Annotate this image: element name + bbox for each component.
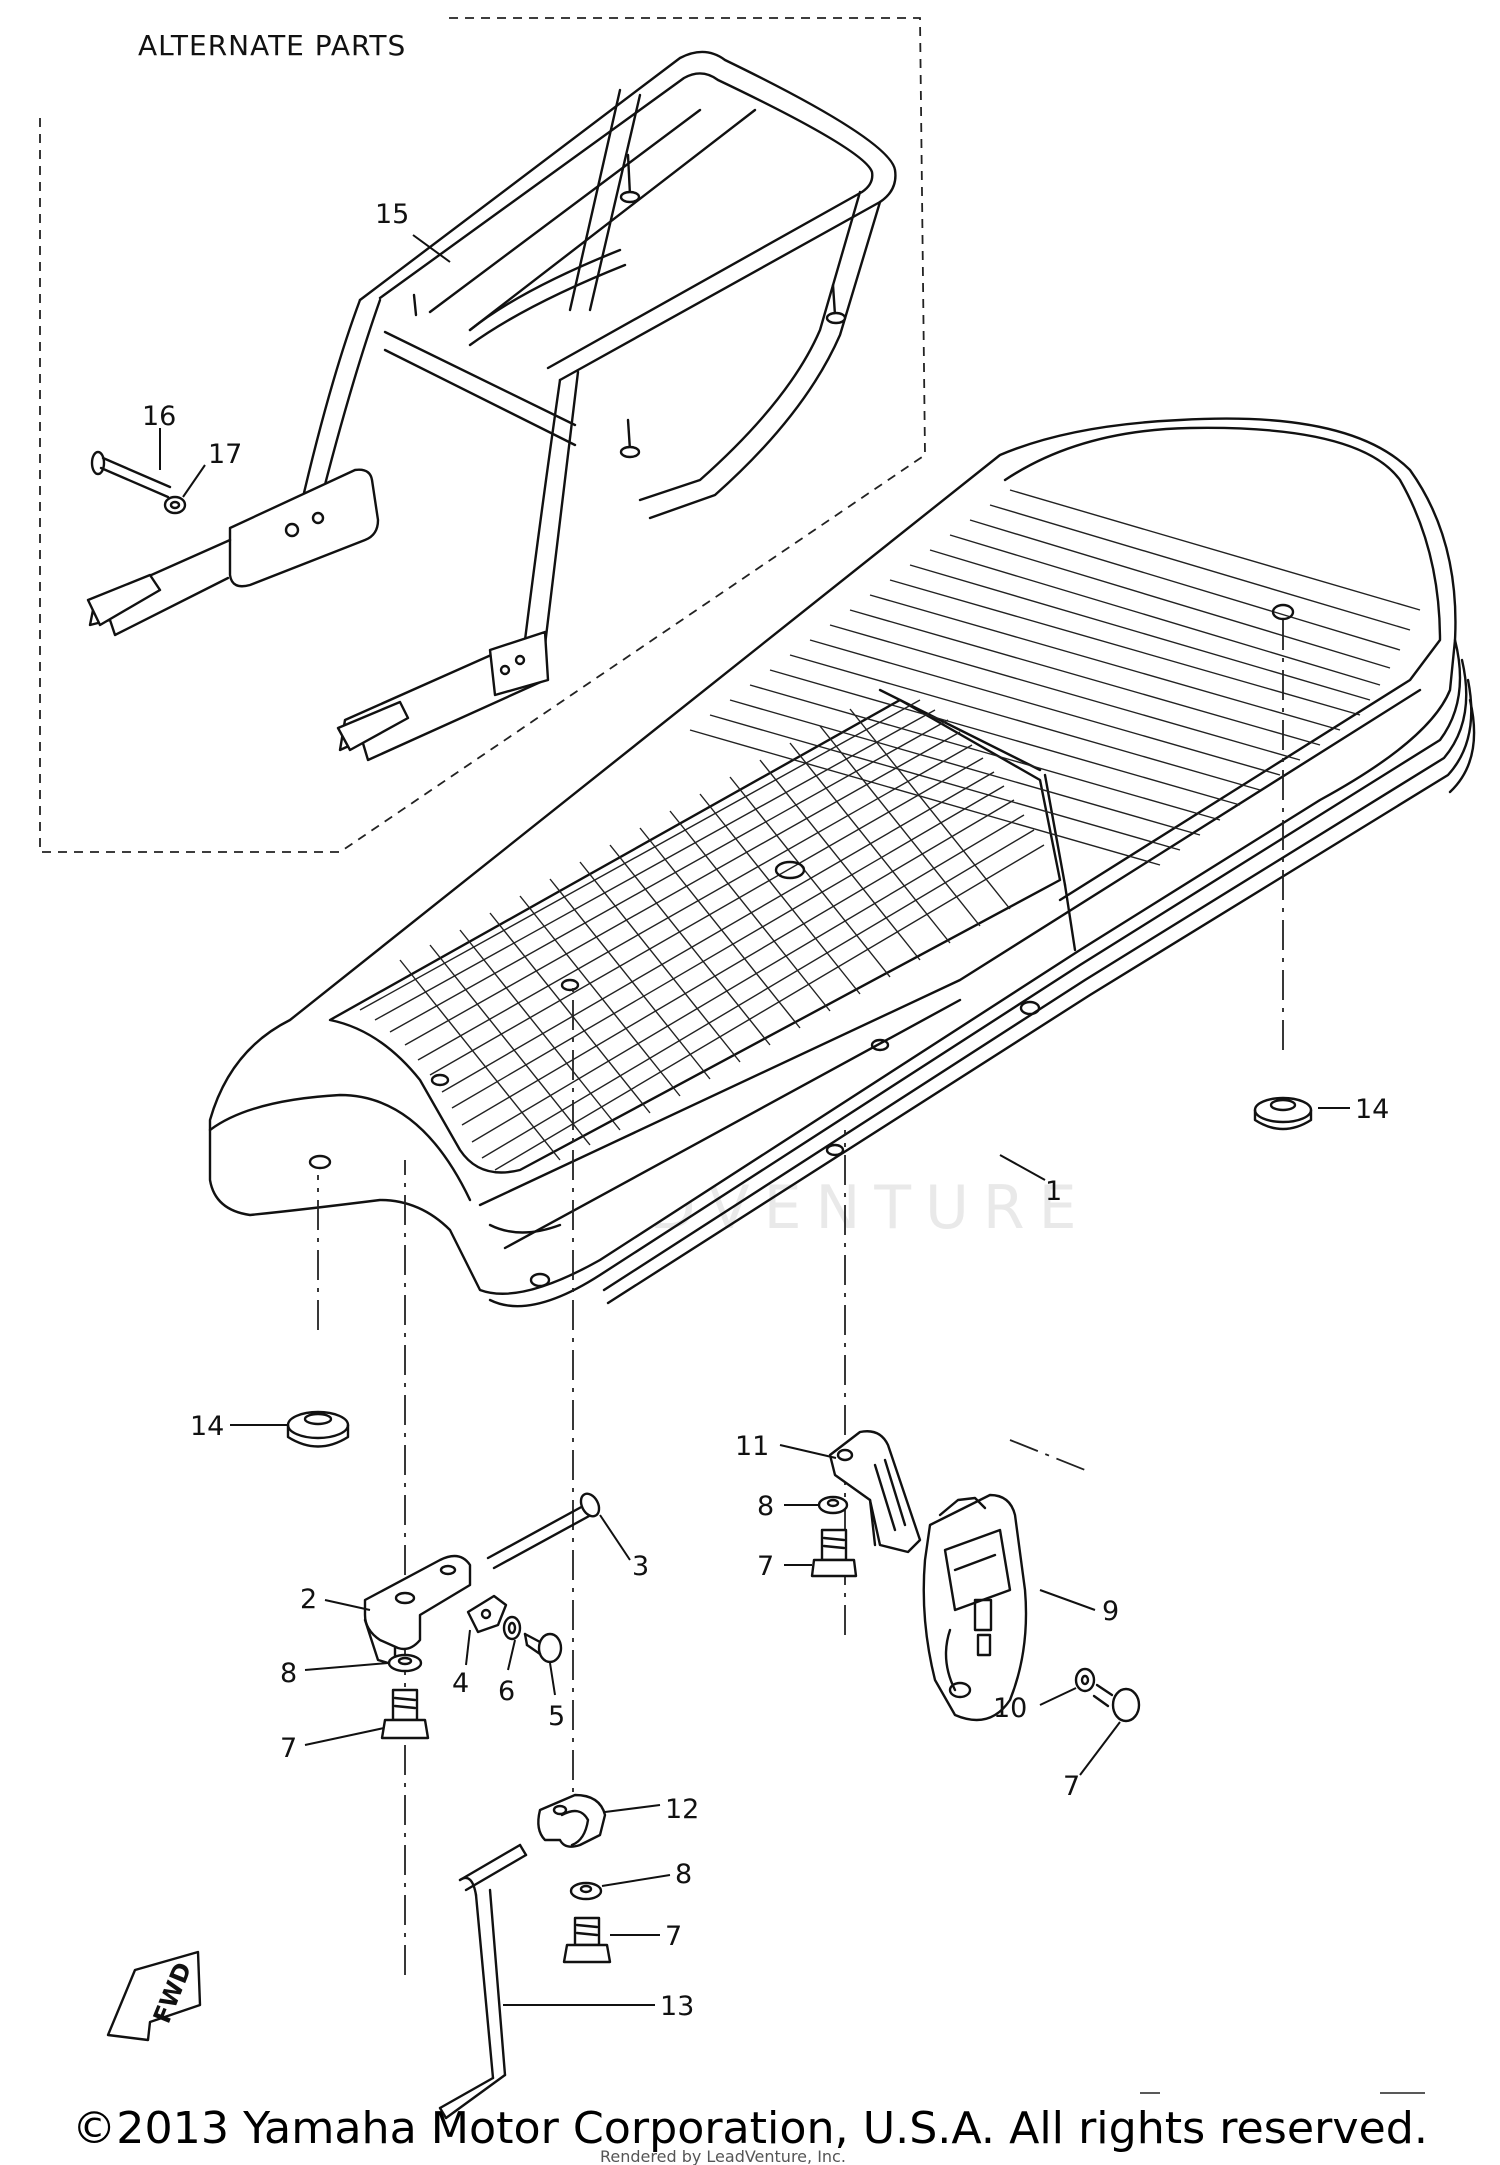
bolt-7-middle [810,1528,858,1578]
clip-plate [466,1594,508,1634]
callout-15: 15 [375,199,409,230]
callout-7-left: 7 [280,1733,297,1764]
callout-7-middle: 7 [757,1551,774,1582]
callout-8-lower: 8 [675,1859,692,1890]
alternate-parts-heading: ALTERNATE PARTS [138,29,406,62]
callout-1: 1 [1045,1176,1062,1207]
callout-5: 5 [548,1701,565,1732]
callout-6: 6 [498,1676,515,1707]
center-lines [317,615,1284,1975]
grommet-right [1253,1096,1313,1131]
callout-14-right: 14 [1355,1094,1389,1125]
leader-lines [159,234,1350,2006]
bolt-7-lower [562,1916,612,1964]
washer-8-lower [569,1881,603,1901]
callout-8-middle: 8 [757,1491,774,1522]
grommet-left [286,1410,350,1448]
small-washer-6 [502,1615,522,1641]
washer-8-left [387,1653,423,1673]
front-bracket [363,1554,472,1667]
callout-2: 2 [300,1584,317,1615]
carrier-rack [86,50,897,762]
hook-bracket [537,1793,607,1848]
screw-7-right [1092,1683,1141,1723]
callout-13: 13 [660,1991,694,2022]
seat [208,417,1476,1308]
rendered-by-note: Rendered by LeadVenture, Inc. [600,2147,846,2165]
callout-9: 9 [1102,1596,1119,1627]
alternate-parts-box: ALTERNATE PARTS [39,17,926,853]
callout-11: 11 [735,1431,769,1462]
callout-14-left: 14 [190,1411,224,1442]
screw-5 [523,1632,563,1664]
seat-lock [922,1493,1028,1722]
callout-17: 17 [208,439,242,470]
callout-10: 10 [993,1693,1027,1724]
rack-bolt [90,450,172,499]
copyright-notice: ©2013 Yamaha Motor Corporation, U.S.A. A… [72,2103,1428,2154]
fwd-arrow: FWD [106,1950,202,2042]
callout-7-right: 7 [1063,1771,1080,1802]
washer-8-middle [817,1495,849,1515]
callout-16: 16 [142,401,176,432]
washer-10 [1074,1667,1096,1693]
latch-bracket [828,1430,922,1554]
hinge-pin [486,1492,601,1570]
bolt-7-left [380,1688,430,1740]
callout-4: 4 [452,1668,469,1699]
rack-washer [163,495,187,515]
callout-numbers: 15 16 17 1 14 14 2 3 4 6 5 8 7 11 8 7 9 … [142,199,1389,2022]
callout-7-lower: 7 [665,1921,682,1952]
callout-8-left: 8 [280,1658,297,1689]
callout-12: 12 [665,1794,699,1825]
callout-3: 3 [632,1551,649,1582]
seat-rod [438,1843,528,2120]
